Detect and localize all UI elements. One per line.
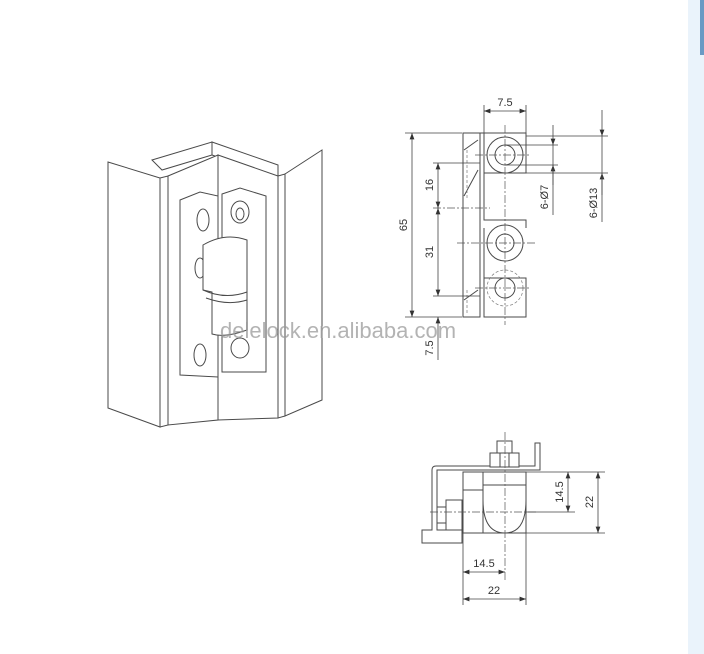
left-flange-edge <box>159 175 169 428</box>
dim-height-total: 22 <box>584 496 596 508</box>
watermark: delelock.en.alibaba.com <box>220 318 456 343</box>
side-strip-accent <box>700 0 704 55</box>
hinge-body <box>462 471 527 534</box>
dim-hole-small: 6-Ø7 <box>539 185 551 209</box>
isometric-hinge-view <box>107 141 323 428</box>
dim-width-axis: 14.5 <box>473 558 494 570</box>
top-nut <box>489 452 520 468</box>
side-scrollbar-strip <box>688 0 704 654</box>
dim-pitch-upper: 16 <box>424 179 436 191</box>
left-flange-face <box>107 161 161 428</box>
right-flange-face <box>284 149 323 417</box>
side-nut <box>445 499 463 531</box>
right-flange-edge <box>277 173 286 419</box>
dim-pitch-lower: 31 <box>424 246 436 258</box>
dim-total-height: 65 <box>398 219 410 231</box>
dim-height-axis: 14.5 <box>554 481 566 502</box>
dim-width-total: 22 <box>488 585 500 597</box>
side-bolt <box>436 506 447 524</box>
front-view: 7.5 65 16 31 7.5 6-Ø7 6-Ø13 <box>398 97 608 360</box>
dim-bottom-offset: 7.5 <box>424 340 436 355</box>
dim-width-top: 7.5 <box>497 97 512 109</box>
top-bolt <box>496 440 513 454</box>
mounting-bracket <box>421 442 541 544</box>
leaf-left-profile <box>462 132 481 318</box>
side-view: 14.5 22 14.5 22 <box>421 432 605 605</box>
hinge-knuckle <box>202 236 248 336</box>
dim-hole-large: 6-Ø13 <box>588 188 600 219</box>
